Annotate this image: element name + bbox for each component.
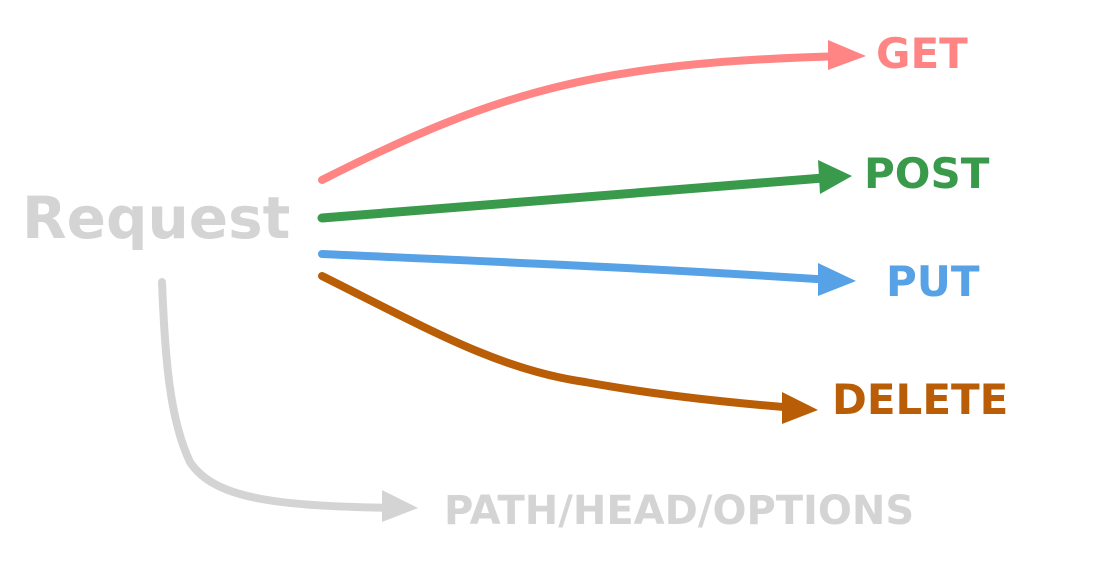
post-arrow-line bbox=[317, 172, 841, 223]
post-label: POST bbox=[864, 149, 990, 198]
post-arrow-head bbox=[818, 160, 852, 194]
delete-arrow-head bbox=[782, 392, 818, 424]
other-methods-label: PATH/HEAD/OPTIONS bbox=[444, 488, 914, 534]
put-arrow-line bbox=[318, 250, 836, 284]
other-methods-arrow-head bbox=[382, 490, 418, 522]
put-label: PUT bbox=[886, 257, 980, 306]
get-arrow-head bbox=[828, 40, 866, 70]
delete-arrow-line bbox=[318, 272, 800, 412]
get-arrow-line bbox=[318, 52, 852, 184]
delete-label: DELETE bbox=[832, 375, 1008, 424]
get-label: GET bbox=[876, 29, 968, 78]
put-arrow-head bbox=[818, 263, 856, 296]
other-methods-arrow-line bbox=[158, 278, 400, 512]
request-label: Request bbox=[22, 184, 290, 252]
